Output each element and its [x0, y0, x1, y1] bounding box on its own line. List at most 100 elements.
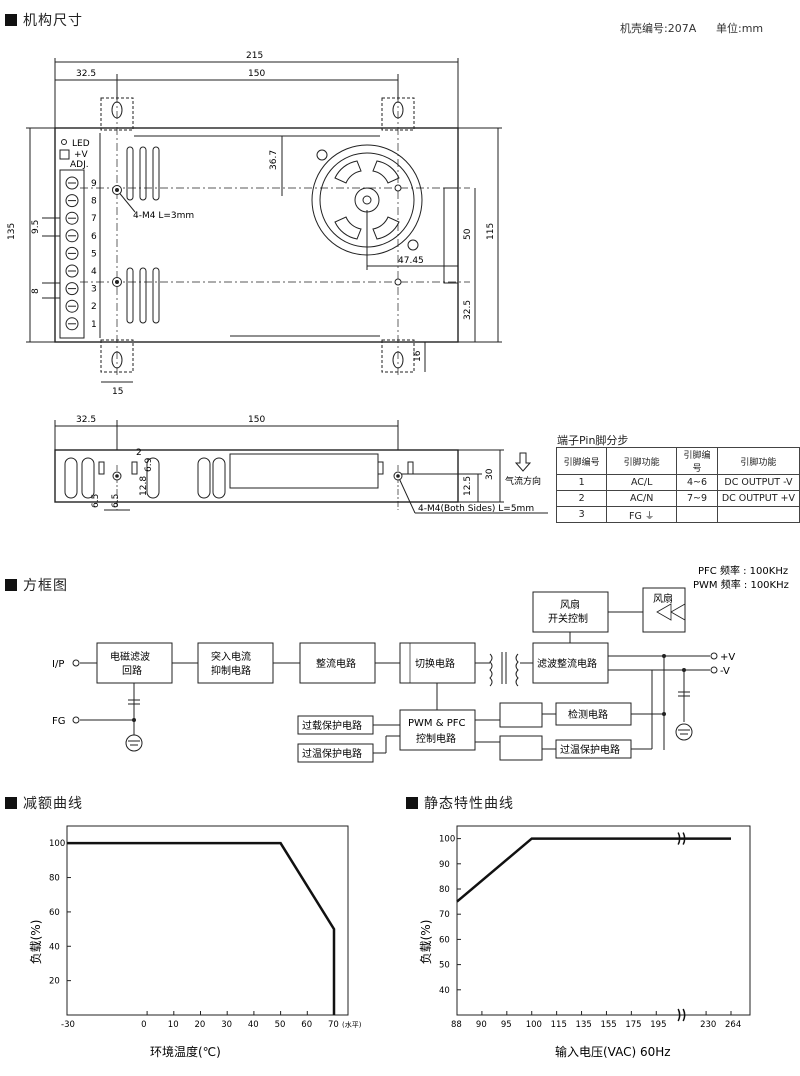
pfc-freq: PFC 频率 : 100KHz	[698, 564, 788, 577]
square-bullet-icon	[5, 797, 17, 809]
plus-v-label: +V	[720, 652, 735, 663]
ip-label: I/P	[52, 659, 64, 670]
y-tick-label: 80	[439, 885, 450, 895]
square-bullet-icon	[5, 14, 17, 26]
pwm-label-2: 控制电路	[416, 732, 456, 745]
side-screw-note: 4-M4(Both Sides) L=5mm	[418, 504, 534, 514]
pin-cell: 1	[555, 474, 608, 491]
axis-break-icon	[677, 832, 686, 845]
x-tick-label: 230	[700, 1020, 716, 1030]
pin-header-cell: 引脚功能	[716, 447, 800, 475]
x-tick-label: 70	[328, 1020, 339, 1030]
adj-potentiometer-icon	[59, 149, 70, 160]
emi-label-1: 电磁滤波	[110, 650, 150, 663]
dim-16: 16	[413, 350, 423, 362]
table-row: 1 AC/L 4~6 DC OUTPUT -V	[555, 474, 800, 491]
screw-note: 4-M4 L=3mm	[133, 211, 194, 221]
pin-cell: AC/N	[606, 490, 678, 507]
detect-label: 检测电路	[568, 708, 608, 721]
pin-cell: 2	[555, 490, 608, 507]
x-tick-label: 0	[141, 1020, 146, 1030]
section-label: 减额曲线	[23, 796, 83, 812]
side-dim-left-offset: 32.5	[76, 415, 96, 425]
block-diagram: PFC 频率 : 100KHz PWM 频率 : 100KHz I/P FG +…	[52, 564, 789, 763]
unit-label: 单位:mm	[716, 22, 764, 35]
y-tick-label: 80	[49, 874, 60, 884]
section-derating-title: 减额曲线	[5, 793, 83, 813]
x-tick-label: 20	[195, 1020, 206, 1030]
table-row: 3 FG ⏚	[555, 506, 800, 523]
y-tick-label: 70	[439, 910, 450, 920]
derating-series-line	[67, 841, 336, 1015]
pin-table: 引脚编号 引脚功能 引脚编号 引脚功能 1 AC/L 4~6 DC OUTPUT…	[555, 447, 800, 523]
y-tick-label: 100	[49, 839, 65, 849]
terminal-number: 1	[91, 320, 97, 330]
y-tick-label: 90	[439, 860, 450, 870]
emi-label-2: 回路	[122, 664, 142, 677]
dim-pitch: 9.5	[31, 220, 41, 234]
x-axis-label: 环境温度(℃)	[150, 1044, 221, 1059]
terminal-number: 7	[91, 214, 97, 224]
x-tick-label: 264	[725, 1020, 741, 1030]
x-tick-label: -30	[61, 1020, 75, 1030]
plot-frame	[66, 825, 349, 1016]
section-label: 方框图	[23, 578, 68, 594]
side-dim-hole-height: 12.5	[463, 476, 473, 496]
airflow-label: 气流方向	[505, 475, 541, 487]
x-tick-label: 60	[301, 1020, 312, 1030]
pin-cell: 3	[555, 506, 608, 523]
side-view-drawing: 32.5 150 30 12.5 2 6.9 12.8 6.5 6.5 4-M4…	[54, 415, 548, 514]
y-tick-label: 60	[49, 908, 60, 918]
x-tick-label: 195	[650, 1020, 666, 1030]
side-dim-height: 30	[485, 468, 495, 480]
pin-header-cell: 引脚编号	[555, 447, 608, 475]
x-tick-label: 100	[526, 1020, 542, 1030]
dim-15: 15	[112, 387, 123, 397]
plot-frame	[456, 825, 751, 1016]
fg-label: FG	[52, 716, 66, 727]
side-dim-2: 2	[136, 448, 142, 458]
x-tick-label: 155	[600, 1020, 616, 1030]
section-label: 机构尺寸	[23, 13, 83, 29]
axis-break-icon	[677, 1008, 686, 1022]
x-tick-label: 115	[551, 1020, 567, 1030]
dim-50: 50	[463, 228, 473, 240]
pin-header-cell: 引脚功能	[606, 447, 678, 475]
section-mechanical-title: 机构尺寸	[5, 10, 83, 30]
side-dim-hole-span: 150	[248, 415, 265, 425]
x-unit-note: (水平)	[342, 1020, 362, 1029]
dim-fan-offset: 36.7	[269, 150, 279, 170]
pin-table-title: 端子Pin脚分步	[557, 434, 629, 447]
terminal-number: 3	[91, 285, 97, 295]
pin-cell: DC OUTPUT -V	[716, 474, 800, 491]
dim-pitch2: 8	[31, 288, 41, 294]
y-tick-label: 50	[439, 961, 450, 971]
dim-32-5-right: 32.5	[463, 300, 473, 320]
y-tick-label: 40	[49, 942, 60, 952]
terminal-number: 5	[91, 249, 97, 259]
side-dim-6-5a: 6.5	[91, 494, 101, 508]
adj-label: ADJ.	[70, 160, 89, 170]
inrush-box	[197, 642, 274, 684]
led-indicator-icon	[61, 139, 67, 145]
section-static-title: 静态特性曲线	[406, 793, 514, 813]
table-row: 2 AC/N 7~9 DC OUTPUT +V	[555, 490, 800, 507]
y-axis-label: 负载(%)	[29, 920, 43, 965]
side-dim-6-9: 6.9	[144, 457, 154, 472]
terminal-number: 8	[91, 197, 97, 207]
static-series-line	[456, 837, 731, 903]
led-label: LED	[72, 139, 90, 149]
square-bullet-icon	[5, 579, 17, 591]
inrush-label-2: 抑制电路	[211, 664, 251, 677]
terminal-number: 9	[91, 179, 97, 189]
dim-fan-x: 47.45	[398, 256, 424, 266]
pin-cell: AC/L	[606, 474, 678, 491]
pwm-freq: PWM 频率 : 100KHz	[693, 578, 789, 591]
pin-cell: 4~6	[676, 474, 718, 491]
x-tick-label: 40	[248, 1020, 259, 1030]
pin-cell	[716, 506, 800, 523]
square-bullet-icon	[406, 797, 418, 809]
y-tick-label: 20	[49, 977, 60, 987]
